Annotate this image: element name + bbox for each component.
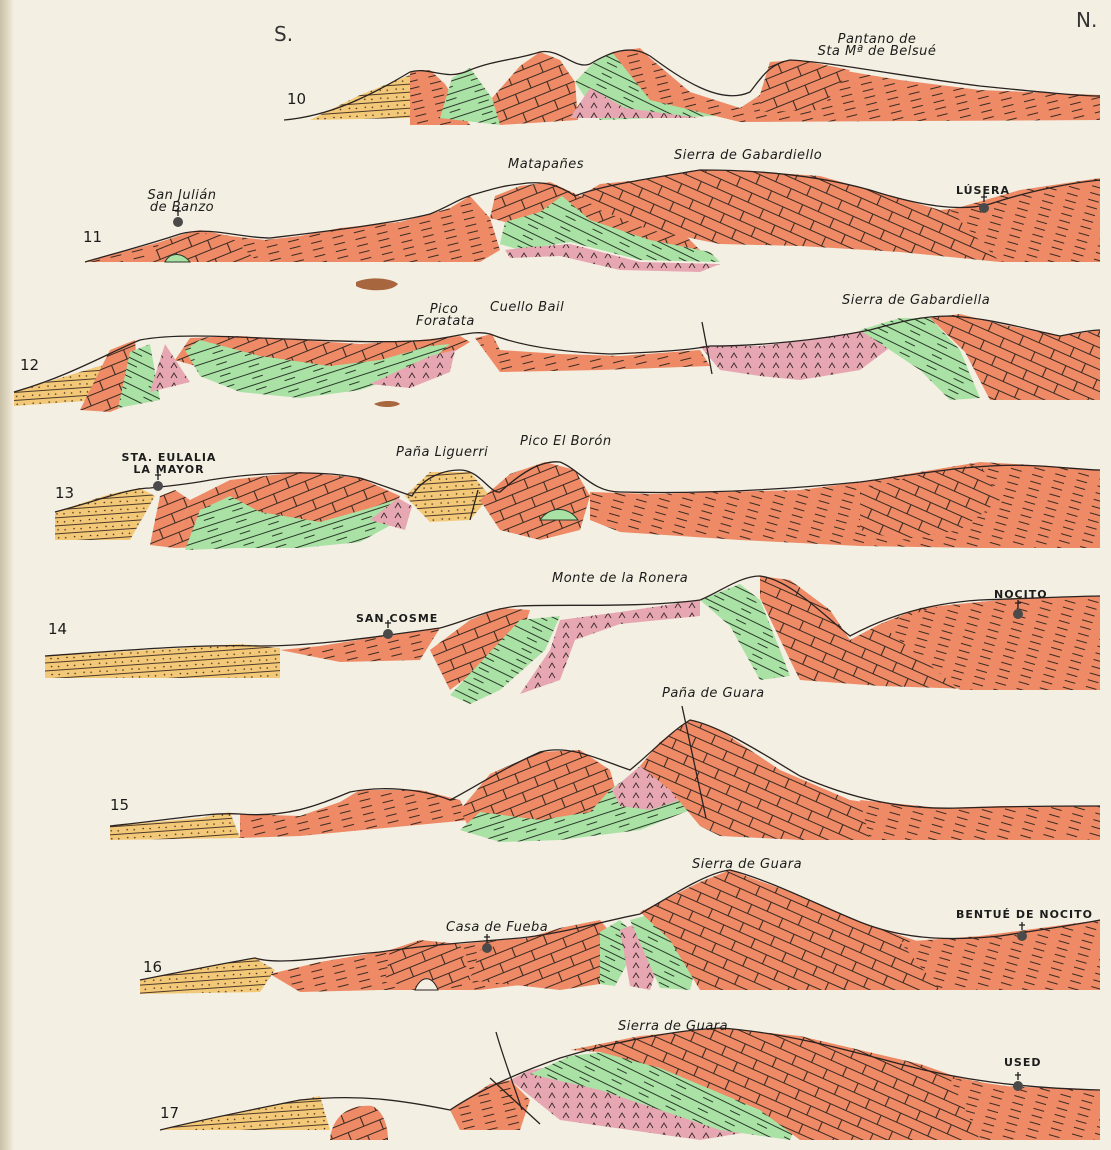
section-11 [85,170,1100,272]
peak-label: Matapañes [508,157,584,172]
village-label: BENTUÉ DE NOCITO [956,908,1093,921]
place-label-line2: Sta Mª de Belsué [812,46,942,58]
south-label: S. [274,22,293,46]
village-label: NOCITO [994,588,1048,601]
village-label-line2: de Banzo [140,202,224,214]
range-label: Sierra de Guara [618,1019,728,1034]
village-label-line2: LA MAYOR [114,464,224,476]
peak-label: Cuello Bail [490,300,564,315]
section-16 [140,870,1100,994]
section-number: 11 [83,228,102,246]
church-icon [1013,1072,1023,1091]
peak-label: Monte de la Ronera [552,571,688,586]
village-label: LÚSERA [956,184,1010,197]
village-label: USED [1004,1056,1042,1069]
place-label: Pantano de Sta Mª de Belsué [812,34,942,58]
range-label: Sierra de Guara [692,857,802,872]
section-14 [45,576,1100,704]
section-number: 17 [160,1104,179,1122]
peak-label: Pico El Borón [520,434,612,449]
village-label: San Julián de Banzo [140,190,224,214]
peak-label: Pico Foratata [416,304,472,328]
village-label: SAN COSME [356,612,438,625]
place-label: Casa de Fueba [446,920,548,935]
section-10 [284,48,1100,125]
section-17 [160,1028,1100,1140]
range-label: Sierra de Gabardiella [842,293,990,308]
section-number: 13 [55,484,74,502]
peak-label: Paña de Guara [662,686,765,701]
range-label: Sierra de Gabardiello [674,148,822,163]
section-number: 16 [143,958,162,976]
peak-label: Paña Liguerri [396,445,488,460]
section-number: 10 [287,90,306,108]
north-label: N. [1076,8,1097,32]
section-number: 14 [48,620,67,638]
section-15 [110,706,1100,842]
section-number: 15 [110,796,129,814]
section-number: 12 [20,356,39,374]
peak-label-line2: Foratata [416,316,472,328]
village-label: STA. EULALIA LA MAYOR [114,452,224,476]
